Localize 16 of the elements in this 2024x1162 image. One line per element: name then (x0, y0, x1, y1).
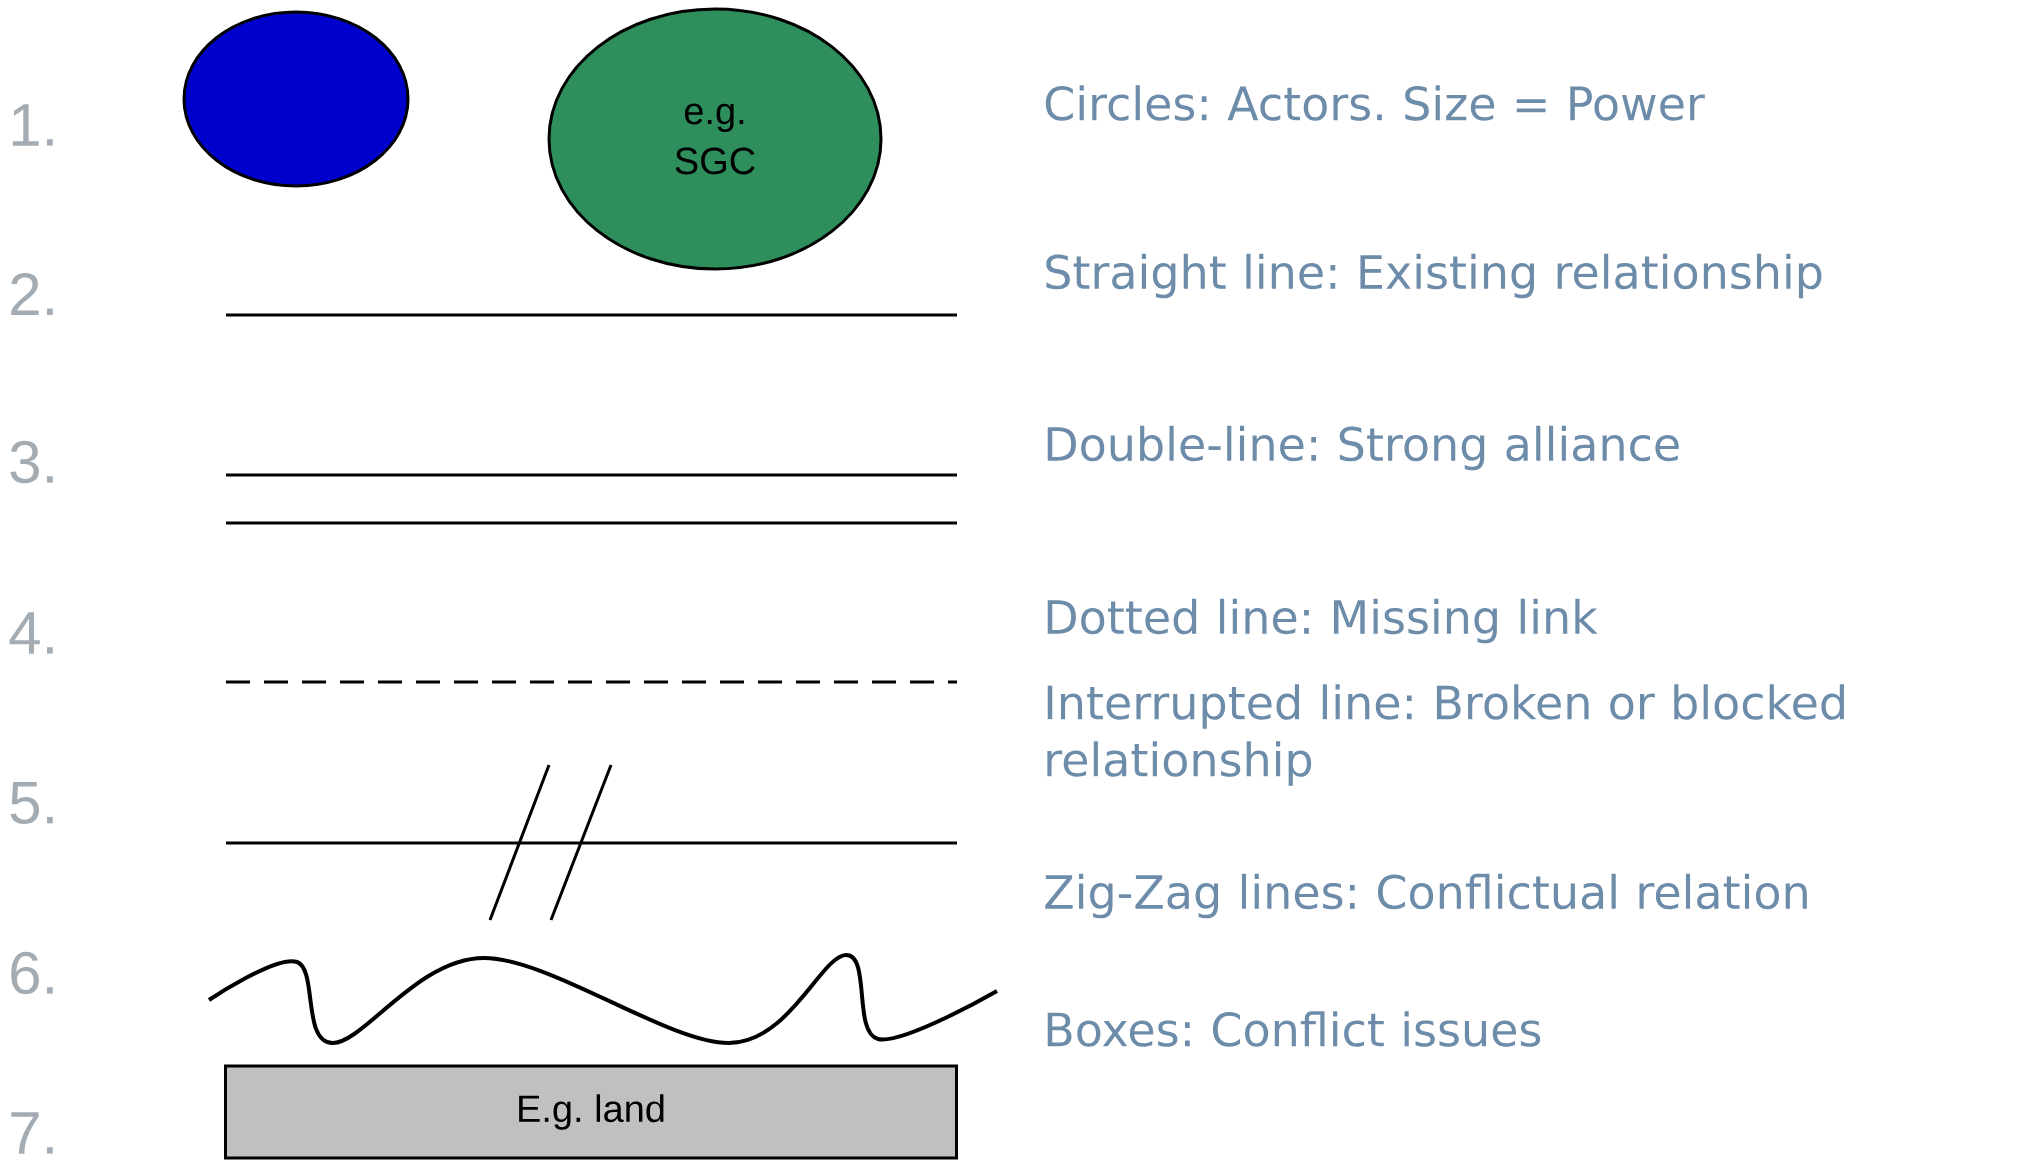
item-number: 6. (11, 951, 53, 995)
legend-text: Circles: Actors. Size = Power (1045, 85, 1705, 121)
item-number: 7. (11, 1112, 53, 1154)
legend-text: Zig-Zag lines: Conflictual relation (1045, 873, 1807, 919)
legend-text: Boxes: Conflict issues (1047, 1011, 1541, 1047)
item-number: 1. (12, 104, 53, 146)
item-number: 2. (11, 273, 53, 315)
legend-text: Double-line: Strong alliance (1047, 425, 1679, 471)
legend-text: Straight line: Existing relationship (1046, 253, 1822, 299)
legend-text: Interrupted line: Broken or blocked relationship (1047, 684, 1844, 786)
legend-text: Dotted line: Missing link (1047, 598, 1598, 644)
item-number: 4. (9, 612, 53, 654)
issue-box: E.g. land (224, 1064, 958, 1160)
item-number: 3. (10, 440, 53, 484)
item-number: 5. (10, 782, 53, 824)
actor-circle (182, 10, 410, 188)
